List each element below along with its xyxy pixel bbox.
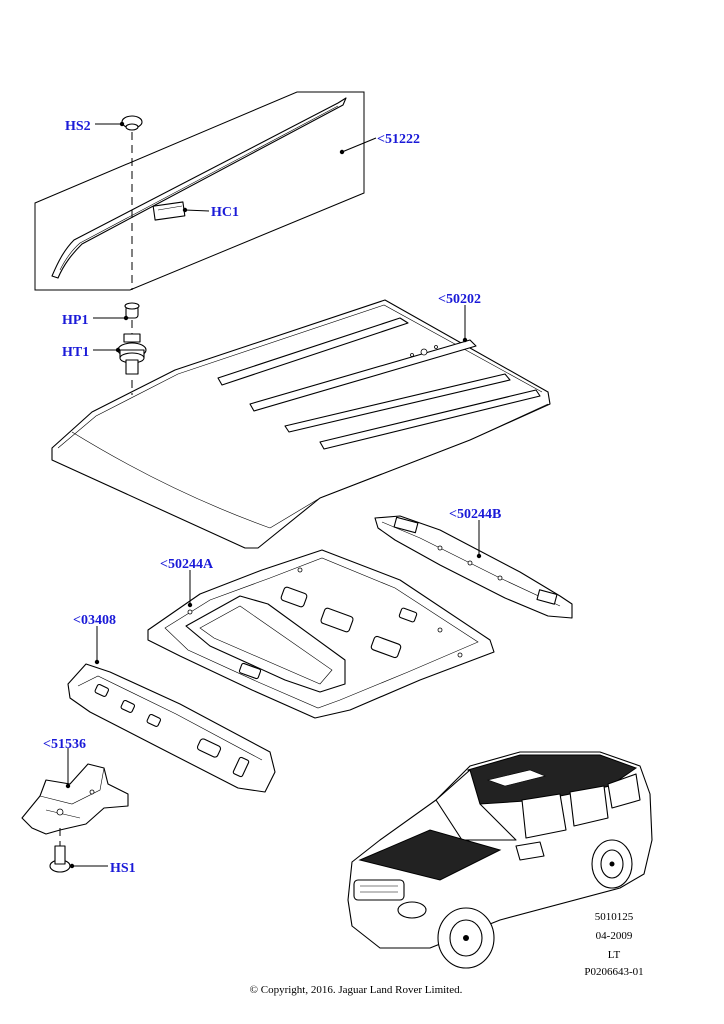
copyright-notice: © Copyright, 2016. Jaguar Land Rover Lim…	[250, 984, 463, 996]
callout-ht1[interactable]: HT1	[62, 345, 89, 360]
fastener-stack	[117, 302, 147, 375]
ref-line-3: LT	[608, 949, 621, 961]
callout-hp1[interactable]: HP1	[62, 313, 88, 328]
callout-03408[interactable]: <03408	[73, 613, 116, 628]
vehicle-illustration	[347, 751, 653, 969]
ref-line-4: P0206643-01	[584, 966, 643, 978]
ref-line-2: 04-2009	[596, 930, 633, 942]
leader-dots	[65, 121, 482, 869]
callout-hc1[interactable]: HC1	[211, 205, 239, 220]
callout-50244b[interactable]: <50244B	[449, 507, 501, 522]
ref-line-1: 5010125	[595, 911, 634, 923]
reference-block: 5010125 04-2009 LT P0206643-01	[584, 911, 643, 978]
callout-50202[interactable]: <50202	[438, 292, 481, 307]
front-header-rail	[67, 663, 276, 793]
callout-50244a[interactable]: <50244A	[160, 557, 214, 572]
callout-hs1[interactable]: HS1	[110, 861, 136, 876]
callout-51536[interactable]: <51536	[43, 737, 86, 752]
callout-51222[interactable]: <51222	[377, 132, 420, 147]
roof-rail-moulding-group	[34, 91, 365, 291]
roof-bow-rear	[374, 515, 573, 619]
leader-lines	[67, 123, 480, 867]
screw-hs1	[49, 828, 71, 873]
callout-hs2[interactable]: HS2	[65, 119, 91, 134]
bracket-assembly	[21, 763, 129, 835]
roof-reinforcement-frame	[147, 549, 495, 719]
clip-hc1	[152, 201, 186, 221]
nut-ht1	[117, 333, 147, 375]
roof-panel	[51, 299, 551, 549]
